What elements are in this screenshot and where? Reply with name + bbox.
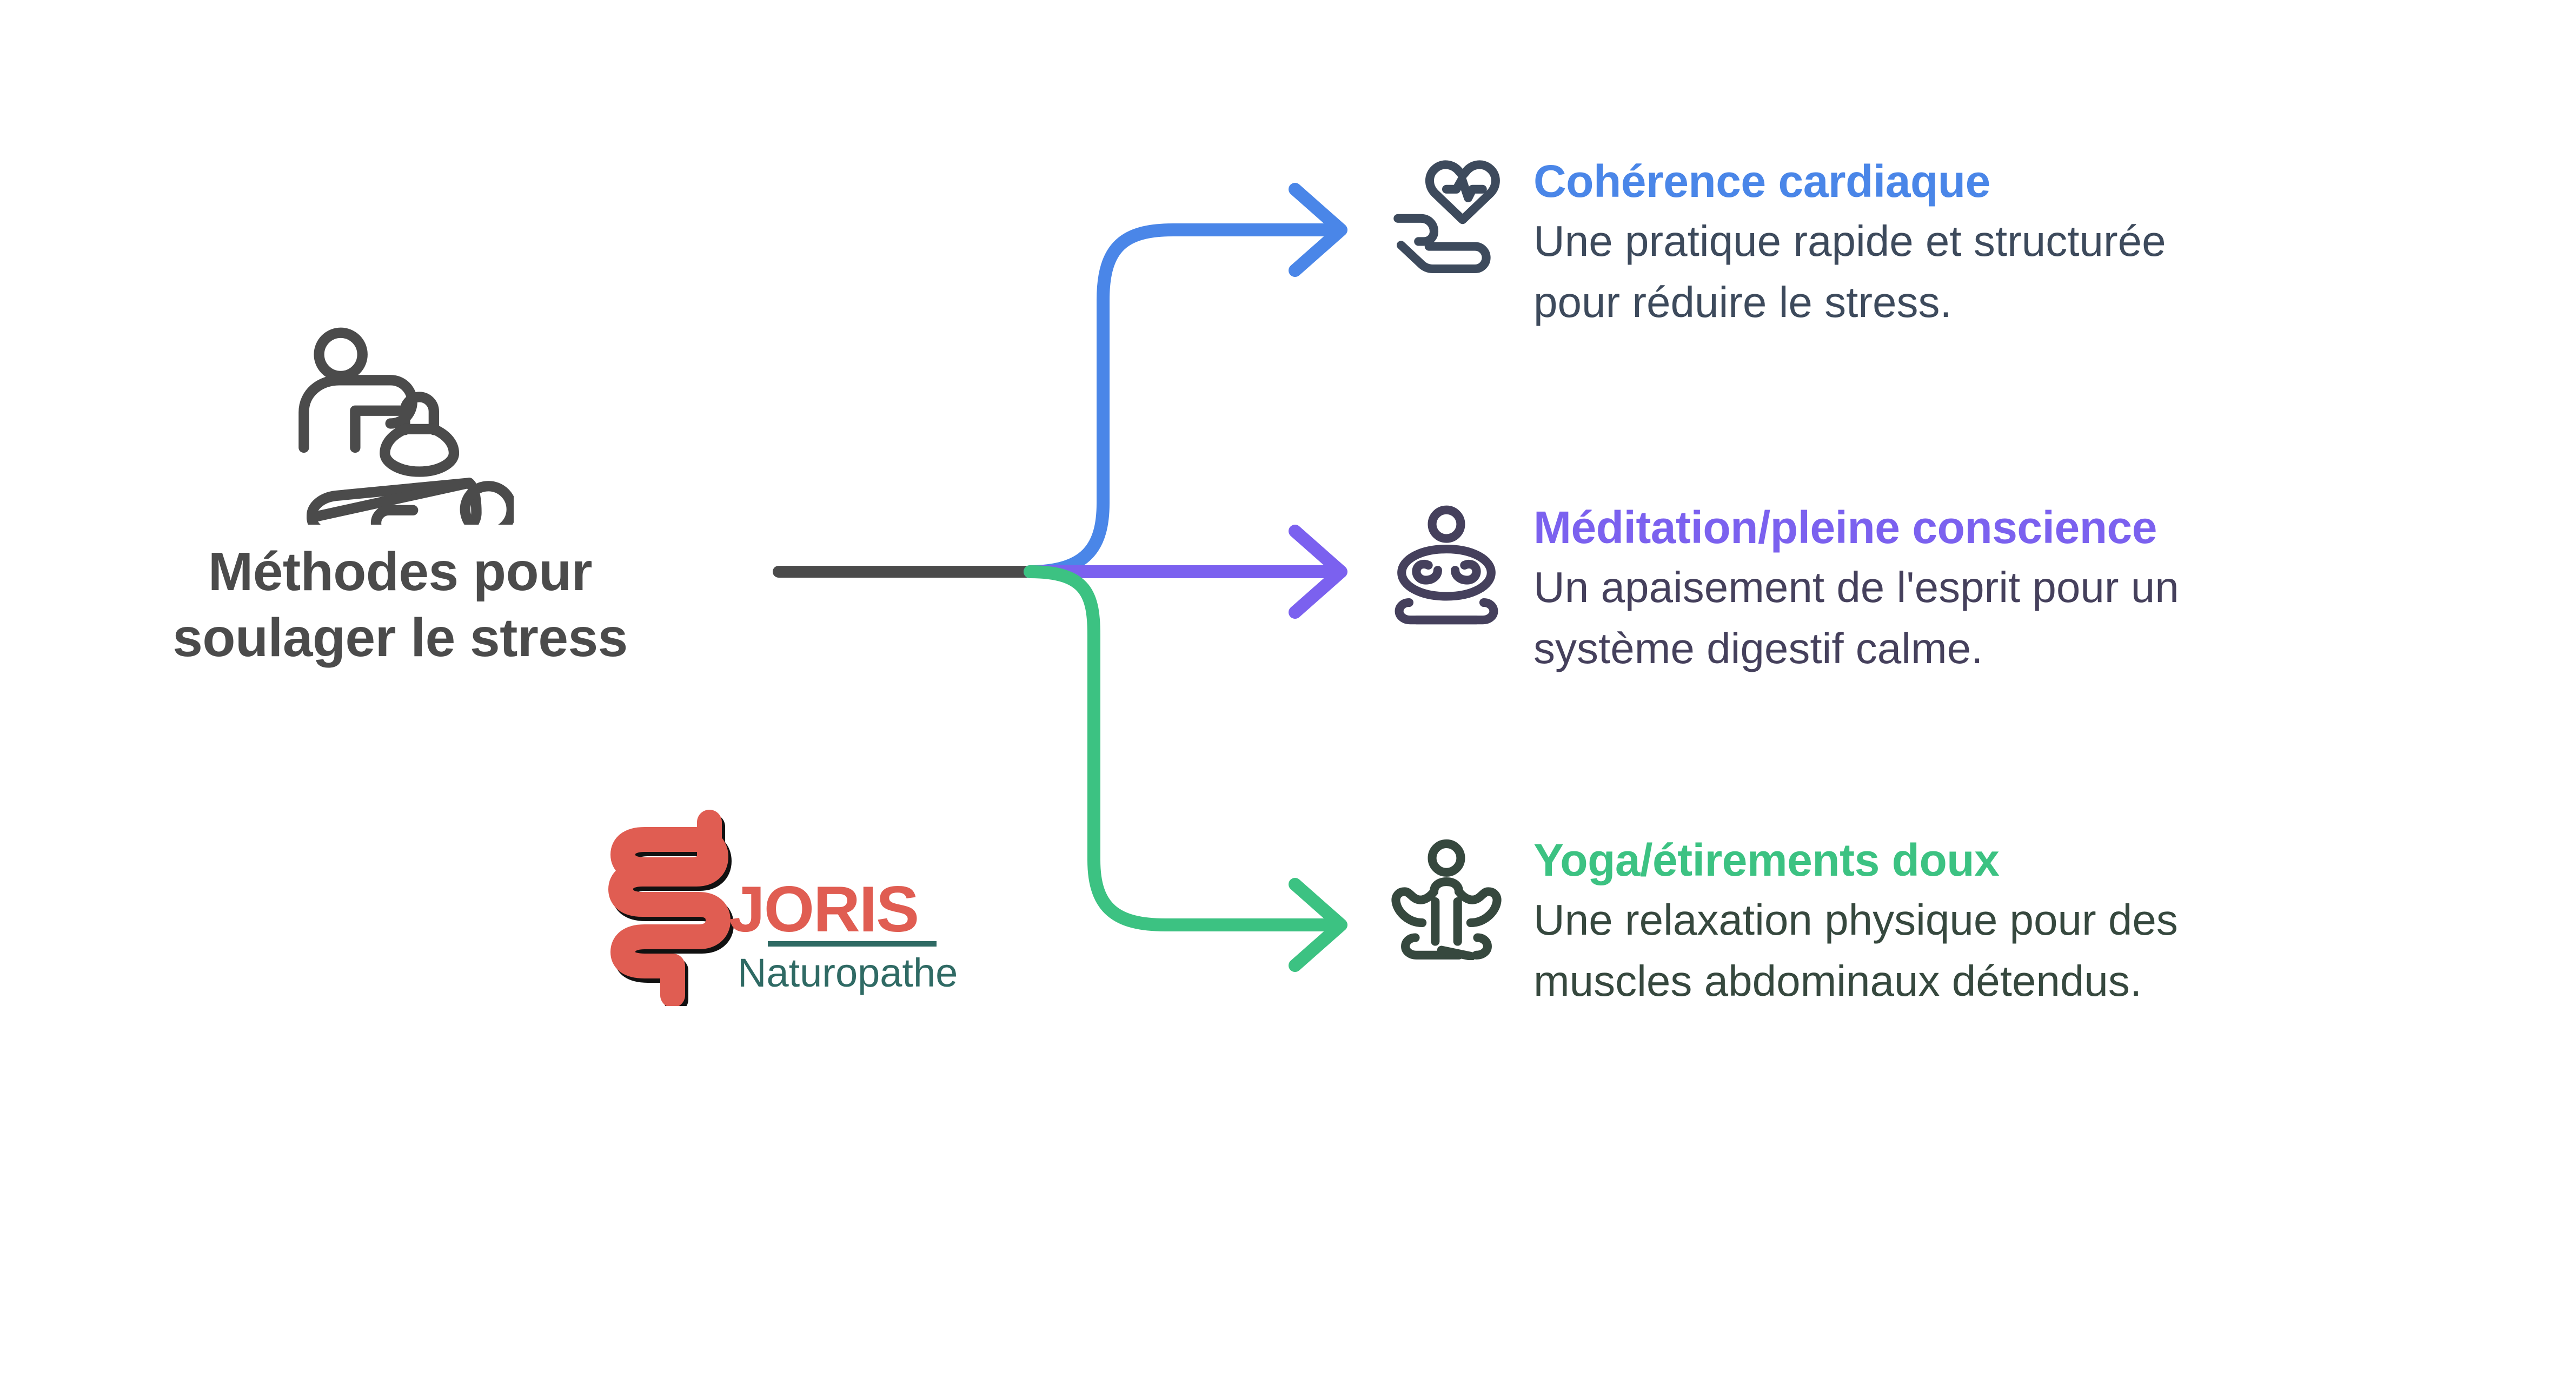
- branch-3-text: Yoga/étirements doux Une relaxation phys…: [1533, 836, 2260, 1012]
- branch-1-text: Cohérence cardiaque Une pratique rapide …: [1533, 157, 2249, 333]
- logo-tagline: Naturopathe: [738, 950, 958, 995]
- arrowhead-branch-1: [1289, 183, 1347, 277]
- branch-2-text: Méditation/pleine conscience Un apaiseme…: [1533, 503, 2303, 679]
- intestine-gut-icon: [608, 810, 734, 1006]
- branch-yoga-etirements-doux: Yoga/étirements doux Une relaxation phys…: [1384, 836, 2260, 1012]
- branch-1-description: Une pratique rapide et structurée pour r…: [1533, 216, 2166, 327]
- branch-meditation-pleine-conscience: Méditation/pleine conscience Un apaiseme…: [1384, 503, 2303, 679]
- joris-naturopathe-logo: JORIS Naturopathe: [608, 810, 958, 1006]
- root-node: Méthodes pour soulager le stress: [124, 319, 676, 671]
- root-title: Méthodes pour soulager le stress: [172, 541, 628, 668]
- yoga-pose-icon: [1391, 839, 1502, 960]
- heart-in-hand-icon: [1393, 160, 1500, 274]
- logo-brand: JORIS: [729, 873, 918, 945]
- connector-branch-3: [1024, 565, 1342, 931]
- branch-3-title: Yoga/étirements doux: [1533, 835, 2000, 885]
- branch-coherence-cardiaque: Cohérence cardiaque Une pratique rapide …: [1384, 157, 2249, 333]
- massage-therapy-icon: [298, 327, 514, 525]
- branch-1-title: Cohérence cardiaque: [1533, 156, 1990, 207]
- logo-rule: [768, 941, 937, 947]
- branch-2-title: Méditation/pleine conscience: [1533, 502, 2157, 553]
- branch-2-description: Un apaisement de l'esprit pour un systèm…: [1533, 563, 2179, 673]
- arrowhead-branch-2: [1289, 525, 1347, 619]
- branch-3-description: Une relaxation physique pour des muscles…: [1533, 895, 2178, 1006]
- connector-branch-1: [1024, 223, 1342, 578]
- meditation-lotus-icon: [1395, 505, 1498, 625]
- arrowhead-branch-3: [1289, 878, 1347, 972]
